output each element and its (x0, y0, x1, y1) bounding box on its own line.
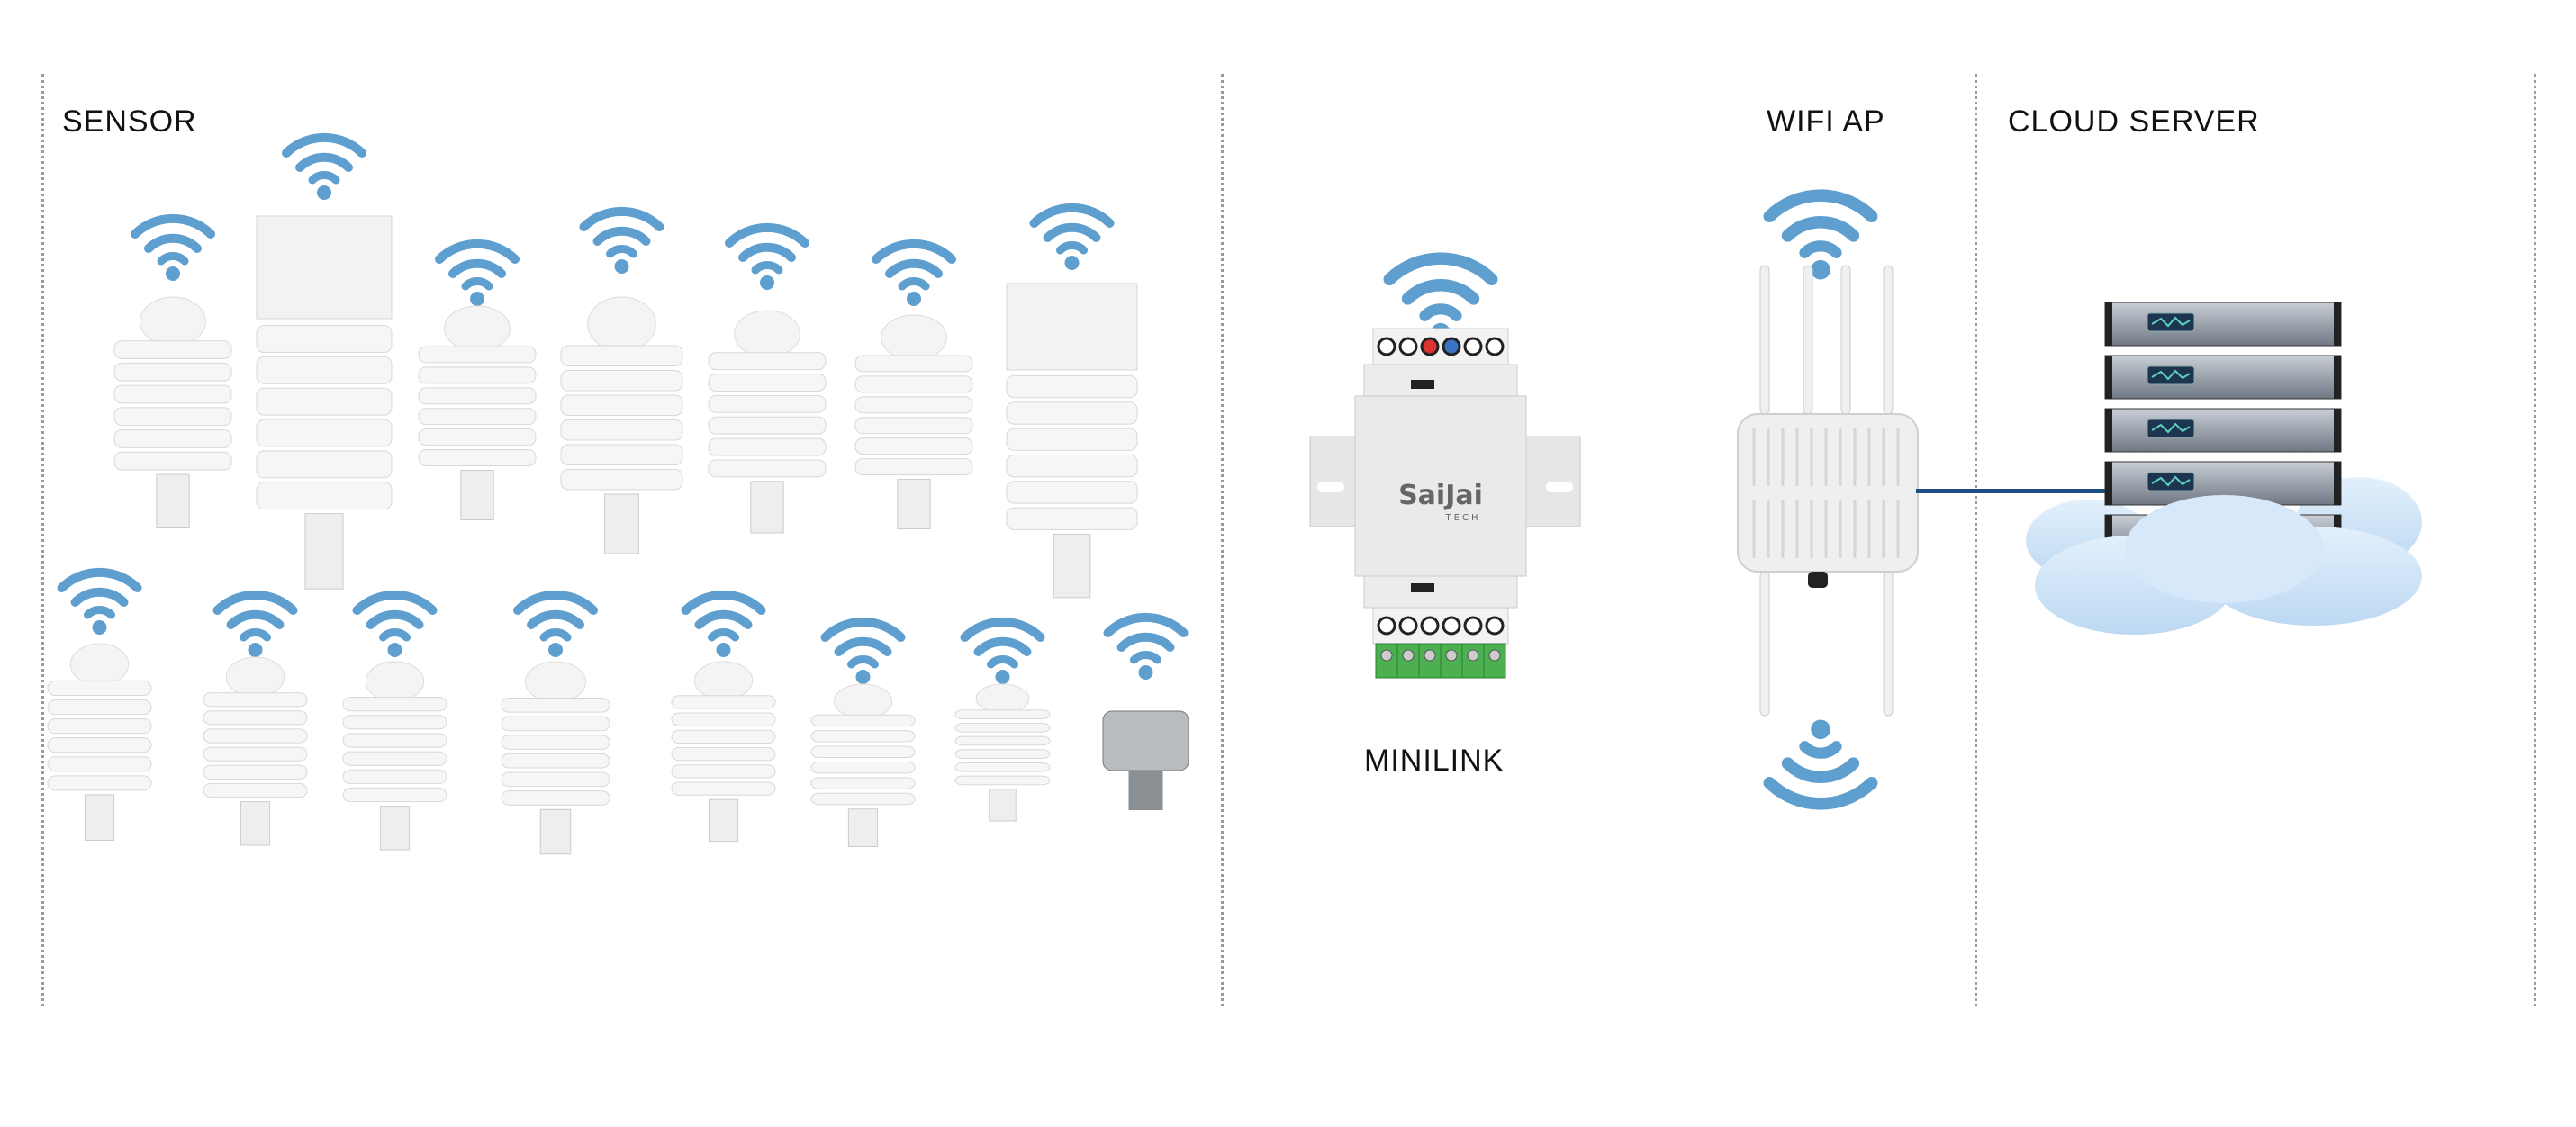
weather-sensor (484, 576, 628, 923)
wifi-icon (872, 239, 956, 306)
weather-sensor (837, 225, 990, 599)
wifi-icon (1763, 189, 1878, 280)
antenna (1883, 571, 1894, 717)
weather-sensor (96, 200, 249, 599)
weather-sensor (30, 554, 169, 909)
divider-line (41, 74, 44, 1006)
wifi-ap-label: WIFI AP (1767, 104, 1885, 139)
sensor-section-label: SENSOR (62, 104, 197, 139)
antenna (1883, 265, 1894, 415)
weather-sensor (1085, 599, 1207, 869)
antenna (1840, 265, 1851, 415)
divider-line (2534, 74, 2536, 1006)
cloud-server-label: CLOUD SERVER (2008, 104, 2260, 139)
weather-sensor (654, 576, 793, 909)
divider-line (1221, 74, 1224, 1006)
divider-line (1975, 74, 1977, 1006)
server-unit (2104, 302, 2342, 347)
antenna (1759, 265, 1770, 415)
cloud-server-graphic (2017, 288, 2431, 648)
svg-text:TECH: TECH (1445, 513, 1481, 523)
antenna (1803, 265, 1813, 415)
wifi-icon (725, 222, 809, 290)
minilink-label: MINILINK (1364, 744, 1505, 778)
weather-sensor (401, 225, 554, 590)
wifi-icon (131, 213, 215, 281)
weather-sensor (185, 576, 325, 914)
wifi-icon (1029, 203, 1114, 270)
server-unit (2104, 355, 2342, 400)
wifi-icon (212, 590, 297, 657)
wifi-icon (579, 206, 664, 274)
minilink-device: SaiJai TECH (1309, 234, 1581, 720)
wifi-icon (352, 590, 437, 657)
weather-sensor (543, 193, 700, 626)
wifi-access-point (1729, 171, 1927, 819)
antenna (1759, 571, 1770, 717)
weather-sensor (793, 603, 933, 914)
antenna-group (1759, 265, 1894, 717)
wifi-icon (282, 132, 366, 200)
wifi-icon (513, 590, 598, 657)
ap-body (1737, 413, 1919, 573)
weather-sensor (937, 603, 1068, 887)
wifi-icon (681, 590, 765, 657)
brand-logo: SaiJai (1398, 480, 1483, 511)
server-unit (2104, 408, 2342, 453)
wifi-icon (820, 617, 905, 684)
wifi-icon-inverted (1763, 719, 1878, 810)
weather-sensor (325, 576, 465, 918)
weather-sensor (989, 189, 1155, 630)
terminal-block (1375, 643, 1506, 679)
network-connection-line (1916, 489, 2114, 493)
cloud-front (2035, 495, 2422, 635)
wifi-icon (1103, 612, 1188, 680)
wifi-icon (435, 239, 520, 306)
weather-sensor (239, 119, 410, 617)
weather-sensor (691, 209, 844, 603)
wifi-icon (960, 617, 1044, 684)
wifi-icon (57, 567, 141, 635)
